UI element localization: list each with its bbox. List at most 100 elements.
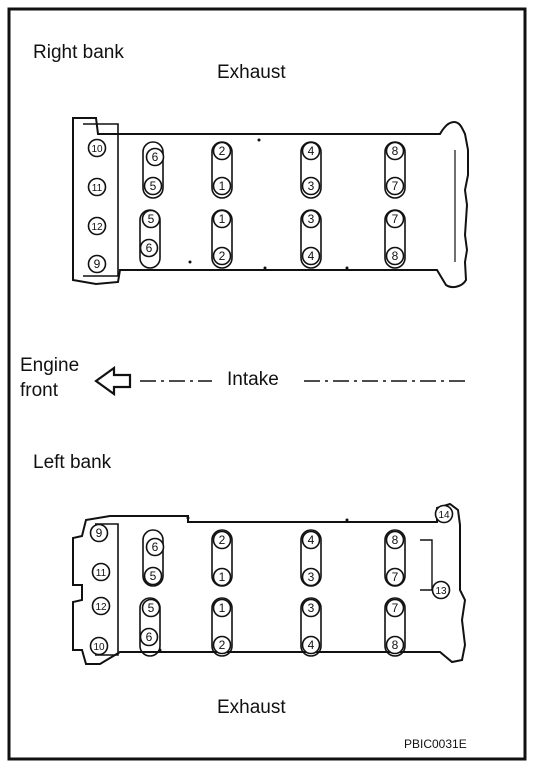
bolt-number: 14 — [438, 510, 450, 521]
right-bank-bolt-9: 9 — [87, 254, 107, 274]
right-bank-bolt-3: 3 — [301, 209, 321, 229]
left-bank-bolt-1: 1 — [212, 567, 232, 587]
bolt-number: 7 — [392, 601, 399, 615]
right-bank-bolt-6: 6 — [139, 238, 159, 258]
right-bank-bolt-4: 4 — [301, 141, 321, 161]
left-bank-bolt-5: 5 — [143, 566, 163, 586]
right-bank-bolt-10: 10 — [87, 138, 107, 158]
bolt-number: 2 — [219, 533, 226, 547]
left-bank-bolt-10: 10 — [89, 636, 109, 656]
left-slot-7 — [300, 597, 322, 657]
right-bank-bolt-1: 1 — [212, 176, 232, 196]
bolt-number: 8 — [392, 638, 399, 652]
left-bank-bolt-7: 7 — [385, 567, 405, 587]
bolt-number: 3 — [308, 601, 315, 615]
bolt-number: 6 — [146, 241, 153, 255]
bolt-number: 4 — [308, 638, 315, 652]
left-slot-1 — [142, 529, 164, 587]
bolt-number: 8 — [392, 249, 399, 263]
bolt-number: 6 — [152, 150, 159, 164]
right-bank-bolt-11: 11 — [87, 177, 107, 197]
bolt-number: 3 — [308, 212, 315, 226]
bolt-sequence-markers: 6521438756123478101112965214387561234789… — [87, 138, 454, 656]
right-bank-bolt-1: 1 — [212, 209, 232, 229]
left-bank-journal-slots — [139, 529, 406, 657]
left-bank-bolt-12: 12 — [91, 596, 111, 616]
left-bank-bolt-9: 9 — [89, 523, 109, 543]
bolt-number: 2 — [219, 249, 226, 263]
left-slot-5 — [139, 597, 161, 657]
right-bank-bolt-8: 8 — [385, 246, 405, 266]
figure-frame — [7, 7, 527, 761]
bolt-number: 11 — [96, 568, 107, 579]
bolt-number: 12 — [91, 222, 103, 233]
bolt-number: 4 — [308, 144, 315, 158]
bolt-number: 13 — [435, 586, 447, 597]
left-bank-bolt-6: 6 — [145, 537, 165, 557]
left-bank-bolt-4: 4 — [301, 635, 321, 655]
right-bank-bolt-2: 2 — [212, 246, 232, 266]
right-bank-bolt-7: 7 — [385, 176, 405, 196]
right-bank-bolt-12: 12 — [87, 216, 107, 236]
bolt-number: 1 — [219, 601, 226, 615]
left-bank-bolt-3: 3 — [301, 598, 321, 618]
exhaust-top-label: Exhaust — [217, 62, 286, 83]
right-bank-bolt-3: 3 — [301, 176, 321, 196]
bolt-number: 10 — [91, 144, 103, 155]
bolt-number: 5 — [150, 179, 157, 193]
left-bank-bolt-11: 11 — [91, 562, 111, 582]
right-head-front-plate — [83, 123, 119, 277]
bolt-number: 2 — [219, 638, 226, 652]
bolt-number: 4 — [308, 249, 315, 263]
engine-front-label-line2: front — [20, 380, 59, 401]
exhaust-bottom-label: Exhaust — [217, 697, 286, 718]
engine-front-label-line1: Engine — [20, 355, 80, 376]
left-slot-6 — [211, 597, 233, 657]
right-bank-bolt-5: 5 — [141, 209, 161, 229]
bolt-number: 8 — [392, 533, 399, 547]
bolt-number: 2 — [219, 144, 226, 158]
right-bank-bolt-8: 8 — [385, 141, 405, 161]
right-slot-1 — [142, 141, 164, 199]
left-bank-label: Left bank — [33, 452, 112, 473]
right-bank-bolt-6: 6 — [145, 147, 165, 167]
left-bank-bolt-8: 8 — [385, 530, 405, 550]
figure-code: PBIC0031E — [404, 737, 467, 751]
bolt-number: 5 — [148, 601, 155, 615]
left-bank-bolt-6: 6 — [139, 627, 159, 647]
bolt-number: 7 — [392, 570, 399, 584]
left-head-rear-plate — [420, 539, 433, 591]
left-bank-bolt-8: 8 — [385, 635, 405, 655]
left-bank-bolt-13: 13 — [431, 580, 451, 600]
right-bank-bolt-4: 4 — [301, 246, 321, 266]
bolt-number: 7 — [392, 212, 399, 226]
bolt-number: 11 — [92, 183, 103, 194]
left-bank-bolt-2: 2 — [212, 635, 232, 655]
right-bank-cylinder-head — [72, 117, 469, 289]
bolt-number: 1 — [219, 570, 226, 584]
bolt-number: 12 — [95, 602, 107, 613]
left-slot-8 — [384, 597, 406, 657]
intake-label: Intake — [227, 369, 279, 390]
left-bank-cylinder-head — [72, 502, 467, 665]
bolt-number: 6 — [146, 630, 153, 644]
bolt-number: 4 — [308, 533, 315, 547]
arrow-left-icon — [94, 365, 132, 397]
bolt-number: 9 — [96, 526, 103, 540]
right-bank-journal-slots — [139, 141, 406, 269]
bolt-number: 7 — [392, 179, 399, 193]
left-bank-bolt-4: 4 — [301, 530, 321, 550]
bolt-number: 9 — [94, 257, 101, 271]
bolt-number: 3 — [308, 570, 315, 584]
bolt-number: 10 — [93, 642, 105, 653]
right-bank-bolt-2: 2 — [212, 141, 232, 161]
left-head-front-plate — [95, 523, 119, 656]
bolt-number: 1 — [219, 179, 226, 193]
bolt-number: 5 — [150, 569, 157, 583]
left-bank-bolt-1: 1 — [212, 598, 232, 618]
left-bank-bolt-2: 2 — [212, 530, 232, 550]
left-head-outline — [72, 502, 467, 665]
left-bank-bolt-5: 5 — [141, 598, 161, 618]
